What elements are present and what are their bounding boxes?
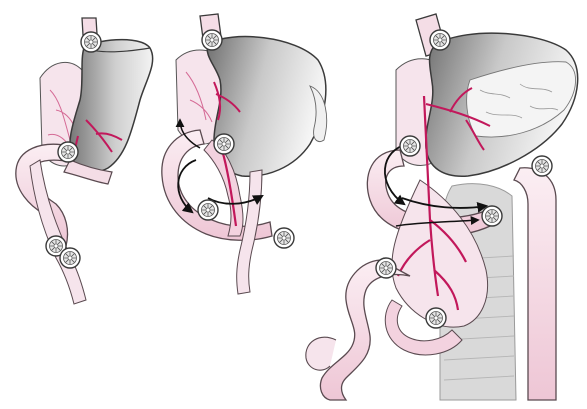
bowel-lumen-3b	[376, 258, 396, 278]
esophagus-lumen	[81, 32, 101, 52]
esophagus-lumen-3	[430, 30, 450, 50]
bowel-lumen-2b	[274, 228, 294, 248]
pylorus-lumen-2	[214, 134, 234, 154]
descending-colon-3	[514, 168, 556, 400]
panel-stage-1	[16, 18, 153, 304]
hindgut-segment	[30, 160, 86, 304]
bowel-lumen-3c	[426, 308, 446, 328]
pylorus-lumen-3	[400, 136, 420, 156]
bowel-lumen-3a	[482, 206, 502, 226]
esophagus-lumen-2	[202, 30, 222, 50]
bowel-lumen-2a	[198, 200, 218, 220]
bowel-lumen-b	[60, 248, 80, 268]
cecal-bud-3	[306, 337, 336, 370]
pylorus-lumen	[58, 142, 78, 162]
panel-stage-3	[306, 14, 578, 400]
colon-lumen-3	[532, 156, 552, 176]
panel-stage-2	[162, 14, 327, 294]
